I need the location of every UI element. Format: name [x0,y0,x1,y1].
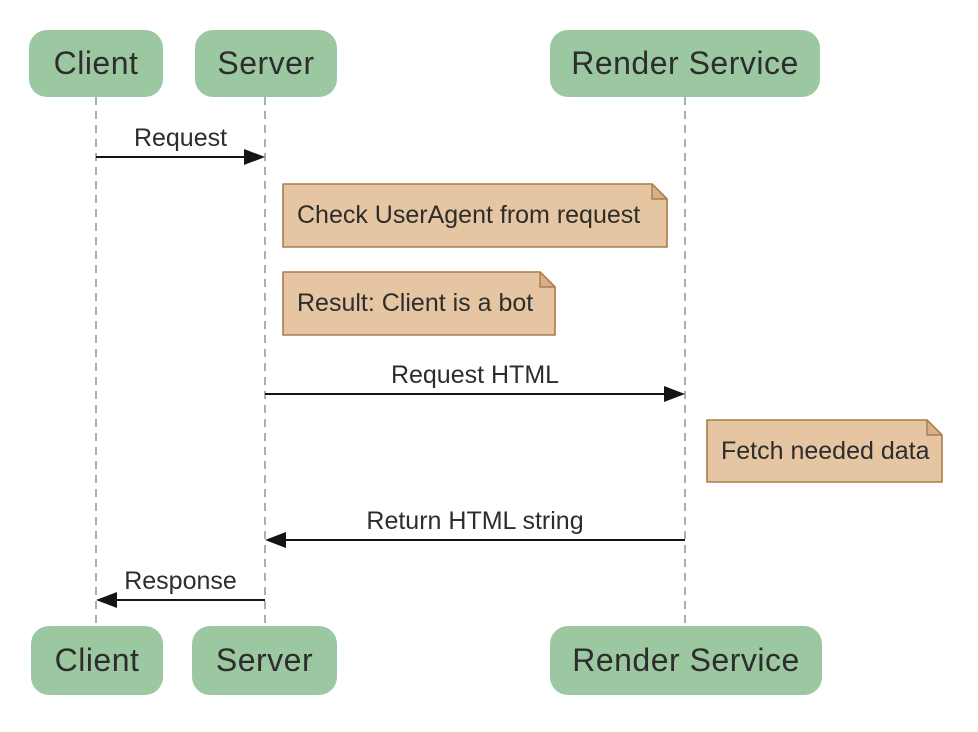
participant-box-client-top: Client [29,30,163,97]
participant-box-render-service-top: Render Service [550,30,820,97]
note-shape [282,271,556,336]
message-label: Return HTML string [366,507,584,535]
note-text: Fetch needed data [721,436,930,465]
note-text: Check UserAgent from request [297,201,641,229]
message-arrowhead [244,149,265,165]
message-arrowhead [96,592,117,608]
participant-box-render-service-bottom: Render Service [550,626,822,695]
note-fold [651,183,668,200]
message-label: Response [124,567,237,595]
message-label: Request HTML [390,361,560,389]
participant-box-server-top: Server [195,30,337,97]
note-fold [926,419,943,436]
message-arrowhead [265,532,286,548]
message-arrowhead [664,386,685,402]
note-fold [539,271,556,288]
note-text: Result: Client is a bot [297,289,534,317]
participant-box-server-bottom: Server [192,626,337,695]
note-shape [282,183,668,248]
message-label: Request [133,124,228,152]
participant-box-client-bottom: Client [31,626,163,695]
note-shape [706,419,943,483]
